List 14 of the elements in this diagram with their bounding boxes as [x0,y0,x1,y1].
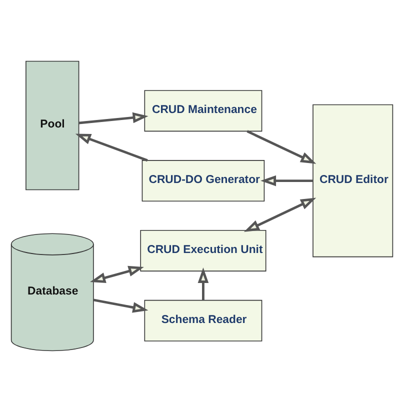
arrow [93,298,148,313]
arrow [75,134,148,162]
arrow [260,175,313,186]
node-box: Schema Reader [144,300,262,342]
node-box: CRUD-DO Generator [142,160,265,202]
node-box: CRUD Editor [312,104,394,258]
arrow [90,266,144,284]
node-box: CRUD Maintenance [144,90,262,132]
arrow [78,112,148,124]
arrow [198,268,209,300]
node-box: Pool [26,60,80,190]
node-box: CRUD Execution Unit [140,230,266,272]
arrow [246,130,316,164]
arrow [244,198,316,232]
